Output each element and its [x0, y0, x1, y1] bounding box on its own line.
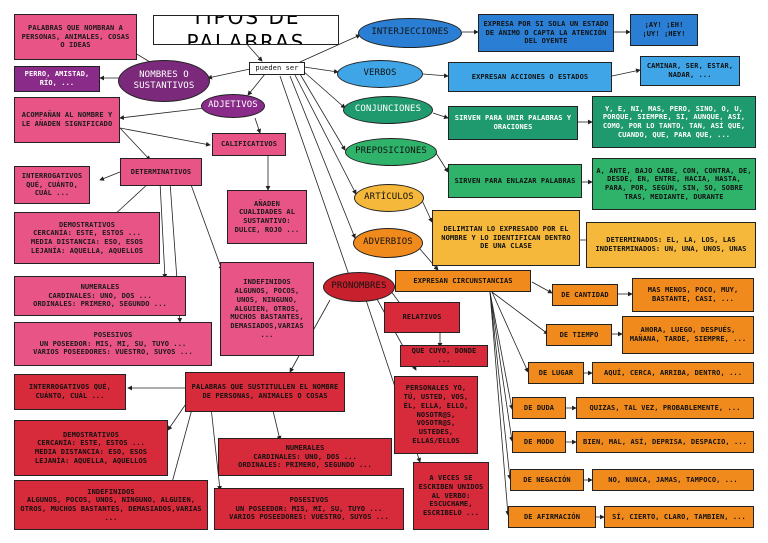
pron-numerales: NUMERALES CARDINALES: UNO, DOS ... ORDIN… [218, 438, 392, 476]
adverbio-type: DE NEGACIÓN [510, 469, 584, 491]
pron-enclitic: A VECES SE ESCRIBEN UNIDOS AL VERBO: ESC… [413, 462, 489, 530]
calificativos-definition: AÑADEN CUALIDADES AL SUSTANTIVO: DULCE, … [227, 190, 307, 244]
pronombres-node: PRONOMBRES [323, 272, 395, 302]
verbos-node: VERBOS [337, 60, 423, 88]
adverbios-node: ADVERBIOS [353, 228, 423, 258]
calificativos-label: CALIFICATIVOS [212, 133, 286, 156]
preposiciones-definition: SIRVEN PARA ENLAZAR PALABRAS [448, 164, 582, 198]
adverbio-examples: MAS MENOS, POCO, MUY, BASTANTE, CASI, ..… [632, 278, 754, 312]
articulos-node: ARTÍCULOS [354, 184, 424, 212]
determinativos-label: DETERMINATIVOS [120, 158, 202, 186]
adj-demostrativos: DEMOSTRATIVOS CERCANÍA: ESTE, ESTOS ... … [14, 212, 160, 264]
adverbio-examples: NO, NUNCA, JAMAS, TAMPOCO, ... [592, 469, 754, 491]
interjecciones-node: INTERJECCIONES [358, 18, 462, 48]
adjetivos-definition: ACOMPAÑAN AL NOMBRE Y LE AÑADEN SIGNIFIC… [14, 97, 120, 143]
adverbio-examples: BIEN, MAL, ASÍ, DEPRISA, DESPACIO, ... [576, 431, 754, 453]
verbos-definition: EXPRESAN ACCIONES O ESTADOS [448, 62, 612, 92]
adverbios-definition: EXPRESAN CIRCUNSTANCIAS [395, 270, 531, 292]
conjunciones-definition: SIRVEN PARA UNIR PALABRAS Y ORACIONES [448, 106, 578, 140]
pron-personales: PERSONALES YO, TÚ, USTED, VOS, ÉL, ELLA,… [394, 376, 478, 454]
conjunciones-node: CONJUNCIONES [343, 96, 433, 124]
sustantivos-node: NOMBRES O SUSTANTIVOS [118, 60, 210, 102]
articulos-examples: DETERMINADOS: EL, LA, LOS, LAS INDETERMI… [586, 222, 756, 268]
pron-indefinidos: INDEFINIDOS ALGUNOS, POCOS, UNOS, NINGUN… [14, 480, 208, 530]
adverbio-type: DE CANTIDAD [552, 284, 618, 306]
sustantivos-definition: PALABRAS QUE NOMBRAN A PERSONAS, ANIMALE… [14, 14, 137, 60]
adverbio-type: DE MODO [512, 431, 566, 453]
adverbio-examples: SÍ, CIERTO, CLARO, TAMBIEN, ... [604, 506, 754, 528]
preposiciones-examples: A, ANTE, BAJO CABE, CON, CONTRA, DE, DES… [592, 158, 756, 210]
adverbio-type: DE LUGAR [528, 362, 584, 384]
relativos-label: RELATIVOS [384, 302, 460, 333]
conjunciones-examples: Y, E, NI, MAS, PERO, SINO, O, U, PORQUE,… [592, 96, 756, 148]
adverbio-examples: AQUÍ, CERCA, ARRIBA, DENTRO, ... [592, 362, 754, 384]
pron-posesivos: POSESIVOS UN POSEEDOR: MIS, MI, SU, TUYO… [214, 488, 404, 530]
preposiciones-node: PREPOSICIONES [345, 138, 437, 166]
articulos-definition: DELIMITAN LO EXPRESADO POR EL NOMBRE Y L… [432, 210, 580, 266]
pronombres-definition: PALABRAS QUE SUSTITULLEN EL NOMBRE DE PE… [185, 372, 345, 412]
adverbio-examples: QUIZAS, TAL VEZ, PROBABLEMENTE, ... [576, 397, 754, 419]
adverbio-type: DE AFIRMACIÓN [508, 506, 596, 528]
pron-interrogativos: INTERROGATIVOS QUÉ, CUÁNTO, CUÁL ... [14, 374, 126, 410]
verbos-examples: CAMINAR, SER, ESTAR, NADAR, ... [640, 56, 740, 86]
adj-indefinidos: INDEFINIDOS ALGUNOS, POCOS, UNOS, NINGUN… [220, 262, 314, 356]
sustantivos-examples: PERRO, AMISTAD, RÍO, ... [14, 66, 100, 92]
relativos-examples: QUE CUYO, DONDE ... [400, 345, 488, 367]
adj-posesivos: POSESIVOS UN POSEEDOR: MIS, MI, SU, TUYO… [14, 322, 212, 366]
interjecciones-examples: ¡AY! ¡EH! ¡UY! ¡HEY! [630, 14, 698, 46]
interjecciones-definition: EXPRESA POR SI SOLA UN ESTADO DE ÁNIMO O… [478, 14, 614, 52]
adj-interrogativos: INTERROGATIVOS QUÉ, CUÁNTO, CUÁL ... [14, 166, 90, 204]
adverbio-examples: AHORA, LUEGO, DESPUÉS, MAÑANA, TARDE, SI… [622, 316, 754, 354]
adverbio-type: DE DUDA [512, 397, 566, 419]
adverbio-type: DE TIEMPO [546, 324, 612, 346]
pron-demostrativos: DEMOSTRATIVOS CERCANÍA: ESTE, ESTOS ... … [14, 420, 168, 476]
adjetivos-node: ADJETIVOS [201, 94, 265, 118]
connector-label: pueden ser [249, 62, 305, 75]
page-title: TIPOS DE PALABRAS [153, 15, 339, 45]
adj-numerales: NUMERALES CARDINALES: UNO, DOS ... ORDIN… [14, 276, 186, 316]
